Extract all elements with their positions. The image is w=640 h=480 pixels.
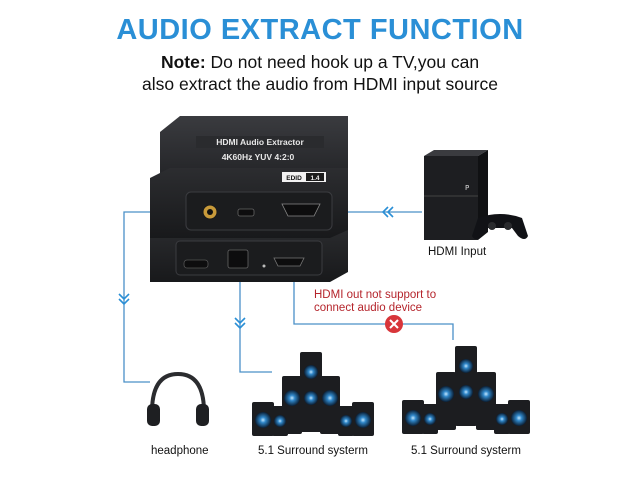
switch-icon — [237, 208, 255, 217]
warning-line-1: HDMI out not support to — [314, 289, 437, 301]
headphone-label: headphone — [151, 445, 209, 457]
svg-text:P: P — [465, 184, 469, 192]
chevron-left-icon — [381, 206, 389, 218]
headphone-icon — [147, 371, 209, 426]
hdmi-out-port-icon — [273, 257, 305, 267]
edid-label: EDID — [286, 175, 302, 182]
speaker-system-1 — [252, 352, 374, 436]
note-text: Note: Do not need hook up a TV,you can a… — [0, 51, 640, 95]
hdmi-out-cable — [293, 282, 454, 340]
device-spec-label: 4K60Hz YUV 4:2:0 — [222, 152, 295, 162]
edid-value: 1.4 — [310, 175, 319, 182]
gamepad-icon — [472, 214, 528, 239]
note-line-2: also extract the audio from HDMI input s… — [142, 74, 498, 94]
optical-port-icon — [227, 249, 249, 269]
chevron-left-icon — [386, 206, 394, 218]
chevron-down-icon — [234, 322, 246, 330]
hdmi-input-label: HDMI Input — [428, 246, 487, 258]
note-line-1: Do not need hook up a TV,you can — [205, 52, 480, 72]
surround-label-2: 5.1 Surround systerm — [411, 445, 521, 457]
chevron-down-icon — [234, 317, 246, 325]
chevron-down-icon — [118, 298, 130, 306]
page-title: AUDIO EXTRACT FUNCTION — [116, 14, 524, 46]
extractor-device-back — [150, 116, 348, 238]
chevron-down-icon — [118, 293, 130, 301]
optical-cable — [239, 282, 272, 373]
warning-text: HDMI out not support to connect audio de… — [314, 289, 464, 315]
device-brand-label: HDMI Audio Extractor — [216, 137, 304, 147]
warning-line-2: connect audio device — [314, 302, 423, 314]
close-icon — [385, 315, 403, 333]
arrow-icons — [118, 206, 394, 330]
hdmi-in-port-icon — [281, 203, 321, 217]
surround-label-1: 5.1 Surround systerm — [258, 445, 368, 457]
usb-port-icon — [183, 259, 209, 269]
edid-switch-icon — [282, 172, 326, 182]
speaker-system-2 — [402, 346, 530, 434]
note-bold-label: Note: — [160, 52, 206, 72]
